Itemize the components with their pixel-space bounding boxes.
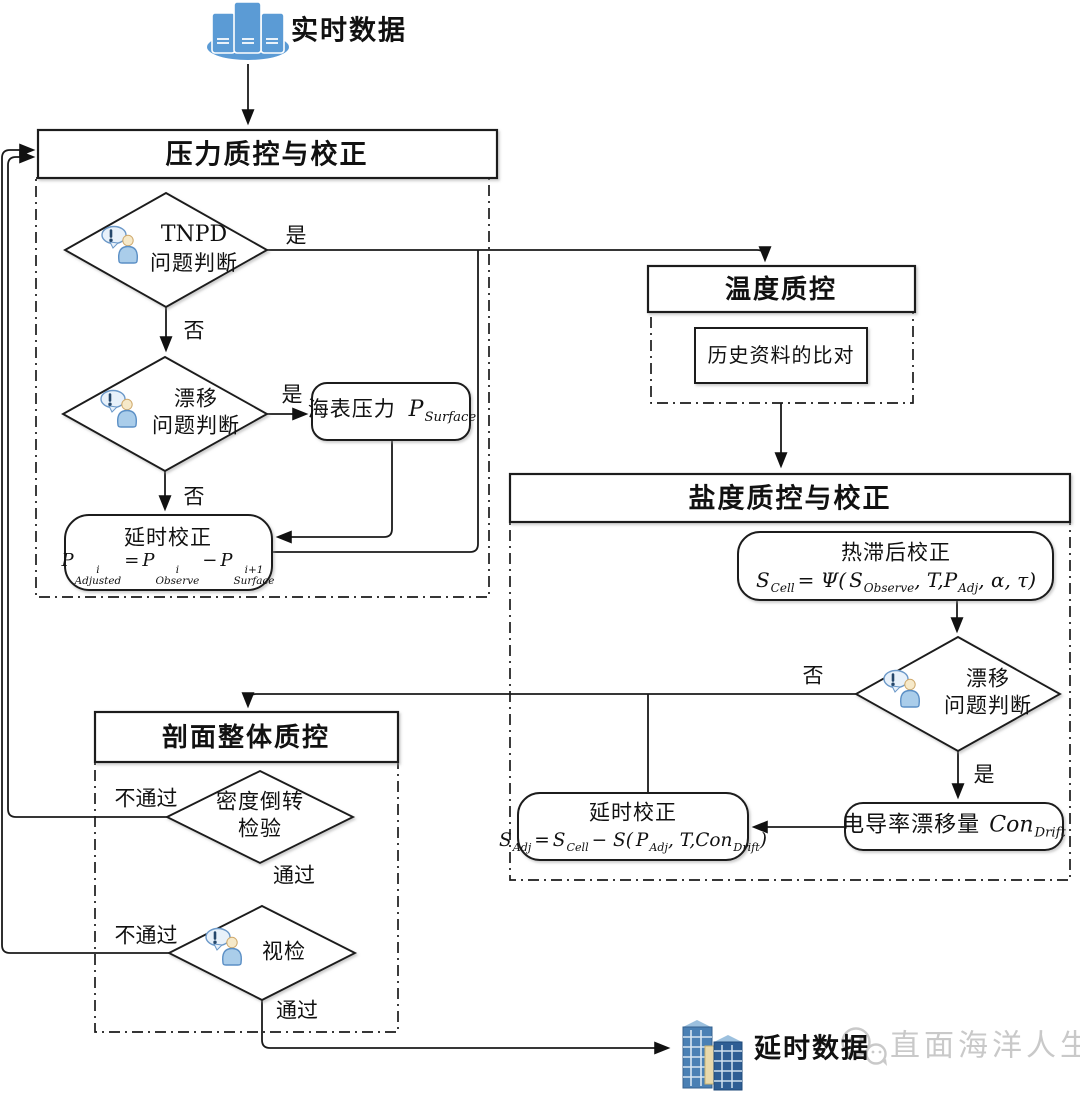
edge-delaycorr-p-output-join (272, 250, 479, 553)
visual-pass-label: 通过 (276, 999, 318, 1023)
tnpd-line2: 问题判断 (150, 251, 238, 275)
tnpd-yes-label: 是 (285, 224, 307, 248)
density-line2: 检验 (238, 818, 282, 841)
profile-section-boundary (94, 761, 399, 1033)
conductivity-drift-label: 电导率漂移量 ConDrift (842, 811, 1066, 841)
surface-pressure-text: 海表压力 (307, 397, 396, 421)
pressure-header-box (36, 128, 499, 180)
profile-header-box (93, 710, 400, 764)
drift-p-decision-label: 漂移 问题判断 (152, 386, 240, 441)
tnpd-no-label: 否 (183, 319, 205, 343)
tnpd-line1: TNPD (160, 222, 228, 248)
conductivity-drift-box (844, 802, 1064, 851)
profile-section-title: 剖面整体质控 (161, 722, 331, 753)
section-boundaries (35, 177, 1071, 1033)
connectors (1, 64, 965, 1055)
drift-s-line1: 漂移 (966, 667, 1010, 691)
delay-correction-s-box (517, 792, 749, 861)
temperature-section-title: 温度质控 (724, 274, 838, 305)
edge-drifts-no-to-profile (241, 692, 856, 709)
density-line1: 密度倒转 (216, 790, 304, 814)
edge-visual-fail-loop (1, 143, 169, 954)
salinity-header-box (508, 472, 1072, 524)
drift-p-line2: 问题判断 (152, 415, 240, 438)
process-nodes (64, 382, 1064, 861)
realtime-data-label: 实时数据 (291, 15, 407, 46)
delay-correction-s-title: 延时校正 (589, 801, 677, 825)
surface-pressure-box (311, 382, 471, 441)
wechat-icon (841, 1027, 887, 1066)
pressure-section-title: 压力质控与校正 (165, 139, 369, 170)
thermal-lag-title: 热滞后校正 (841, 541, 951, 565)
density-pass-label: 通过 (273, 864, 315, 888)
section-headers (36, 128, 1072, 764)
drift-s-yes-label: 是 (973, 763, 995, 787)
tnpd-decision-label: TNPD 问题判断 (150, 221, 238, 277)
delay-correction-p-box (64, 514, 273, 591)
drift-p-decision-diamond (61, 355, 269, 473)
pressure-section-boundary (35, 177, 490, 598)
edge-tnpd-yes-to-temperature (267, 246, 772, 263)
watermark-text: 直面海洋人生 (890, 1029, 1080, 1063)
buildings-icon (682, 1020, 743, 1091)
server-cluster-icon (207, 1, 289, 60)
drift-p-yes-label: 是 (281, 383, 303, 407)
drift-p-no-label: 否 (183, 485, 205, 509)
density-check-label: 密度倒转 检验 (216, 789, 304, 844)
visual-fail-label: 不通过 (114, 924, 178, 948)
history-compare-label: 历史资料的比对 (707, 345, 855, 367)
temperature-header-box (646, 264, 917, 314)
drift-s-no-label: 否 (802, 664, 824, 688)
visual-check-label: 视检 (262, 940, 306, 964)
decision-nodes (61, 191, 1062, 1002)
edge-density-fail-loop (7, 150, 167, 818)
drift-s-line2: 问题判断 (944, 695, 1032, 718)
surface-pressure-label: 海表压力 PSurface (308, 396, 476, 426)
history-compare-box (694, 327, 868, 384)
delay-correction-s-formula: SAdj=SCell− S(PAdj, T,ConDrift) (499, 829, 767, 854)
salinity-section-title: 盐度质控与校正 (688, 483, 892, 514)
drift-s-decision-label: 漂移 问题判断 (944, 666, 1032, 721)
thermal-lag-box (737, 531, 1054, 601)
density-fail-label: 不通过 (114, 787, 178, 811)
delay-correction-p-title: 延时校正 (124, 526, 212, 550)
delayed-data-label: 延时数据 (754, 1033, 870, 1064)
drift-p-line1: 漂移 (174, 387, 218, 411)
surface-pressure-formula: PSurface (408, 396, 477, 425)
density-check-diamond (164, 769, 356, 865)
tnpd-decision-diamond (63, 191, 269, 309)
edge-visual-pass-to-output (261, 1000, 671, 1055)
edge-surfacep-to-delaycorr (275, 440, 393, 544)
thermal-lag-formula: SCell= Ψ(SObserve, T,PAdj, α, τ) (755, 568, 1037, 596)
